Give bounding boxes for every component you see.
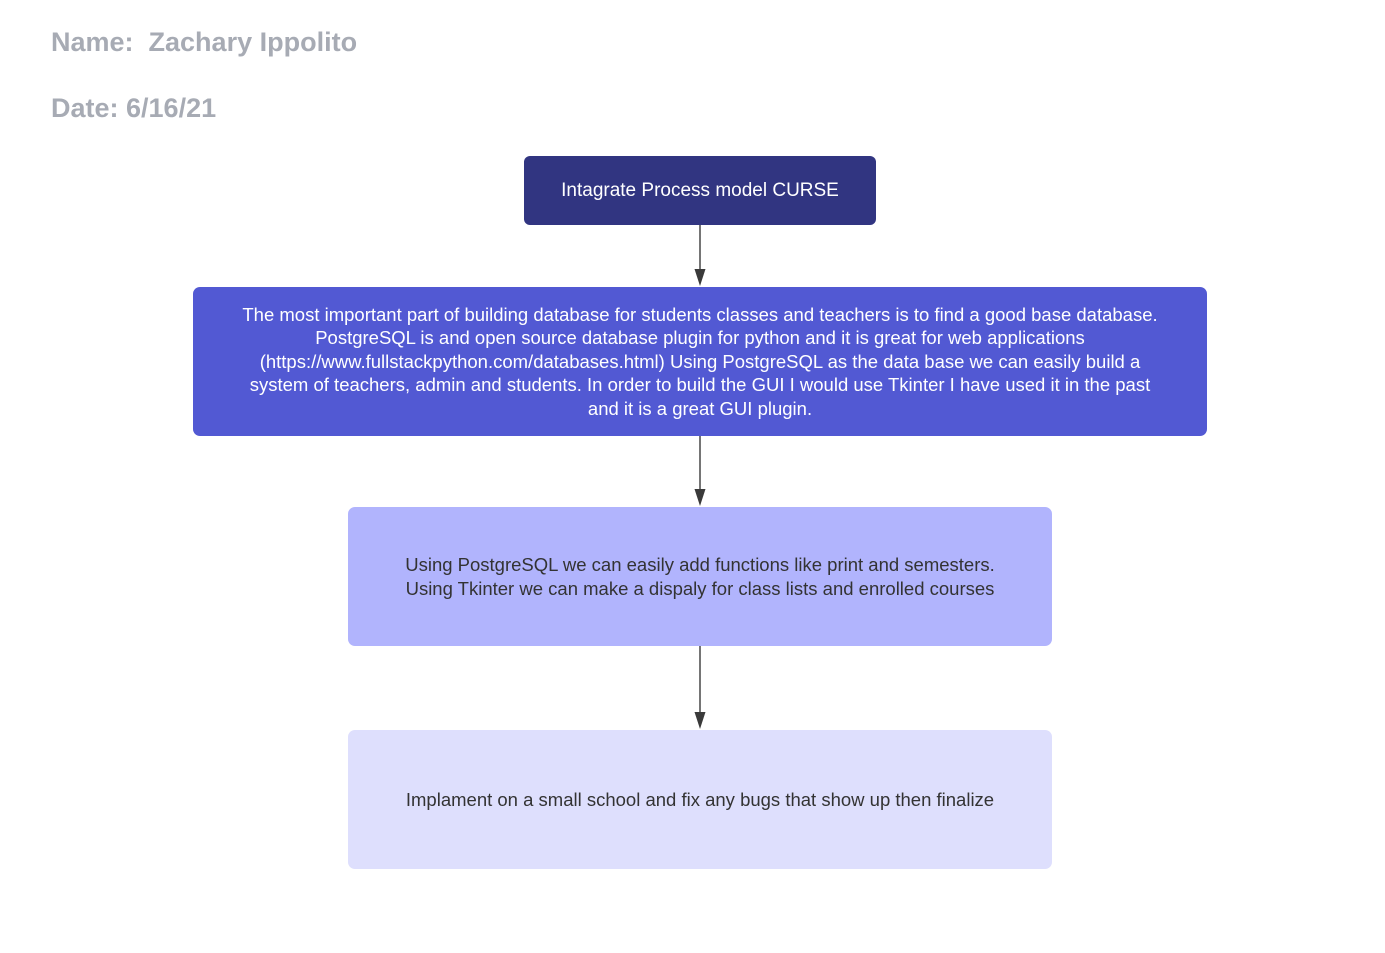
arrowhead-2-to-3: [694, 489, 706, 506]
process-node-database-choice[interactable]: The most important part of building data…: [193, 287, 1207, 436]
arrowhead-1-to-2: [694, 269, 706, 286]
process-node-integrate[interactable]: Intagrate Process model CURSE: [524, 156, 876, 225]
arrowhead-3-to-4: [694, 712, 706, 729]
process-node-features[interactable]: Using PostgreSQL we can easily add funct…: [348, 507, 1052, 646]
process-node-database-choice-label: The most important part of building data…: [242, 303, 1158, 419]
process-node-features-label: Using PostgreSQL we can easily add funct…: [405, 553, 995, 599]
process-node-integrate-label: Intagrate Process model CURSE: [561, 180, 839, 201]
process-node-implement-label: Implament on a small school and fix any …: [405, 788, 995, 810]
author-name: Name: Zachary Ippolito: [51, 27, 358, 57]
process-node-implement[interactable]: Implament on a small school and fix any …: [348, 730, 1052, 869]
date-label: Date: 6/16/21: [51, 93, 217, 123]
